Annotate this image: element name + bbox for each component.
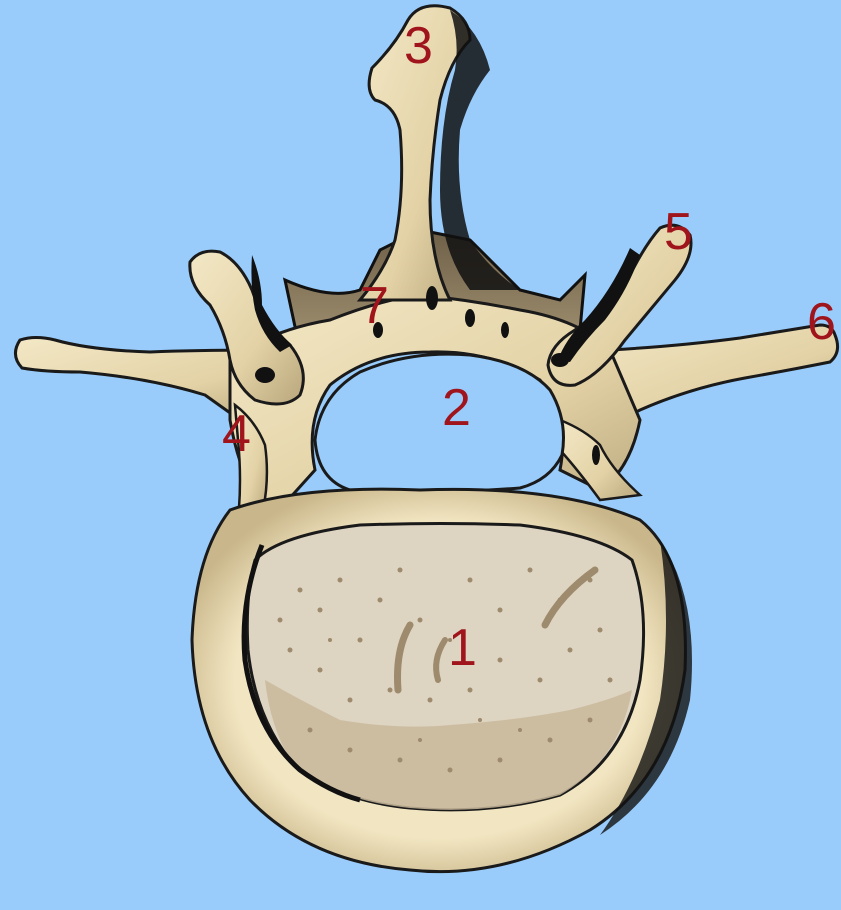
label-left-articular: 4 — [222, 408, 251, 460]
label-lamina: 7 — [360, 280, 389, 332]
label-transverse-process: 6 — [807, 296, 836, 348]
vertebral-foramen — [315, 354, 564, 492]
label-right-articular: 5 — [664, 206, 693, 258]
label-vertebral-foramen: 2 — [442, 382, 471, 434]
label-spinous-process: 3 — [404, 20, 433, 72]
label-vertebral-body: 1 — [448, 622, 477, 674]
